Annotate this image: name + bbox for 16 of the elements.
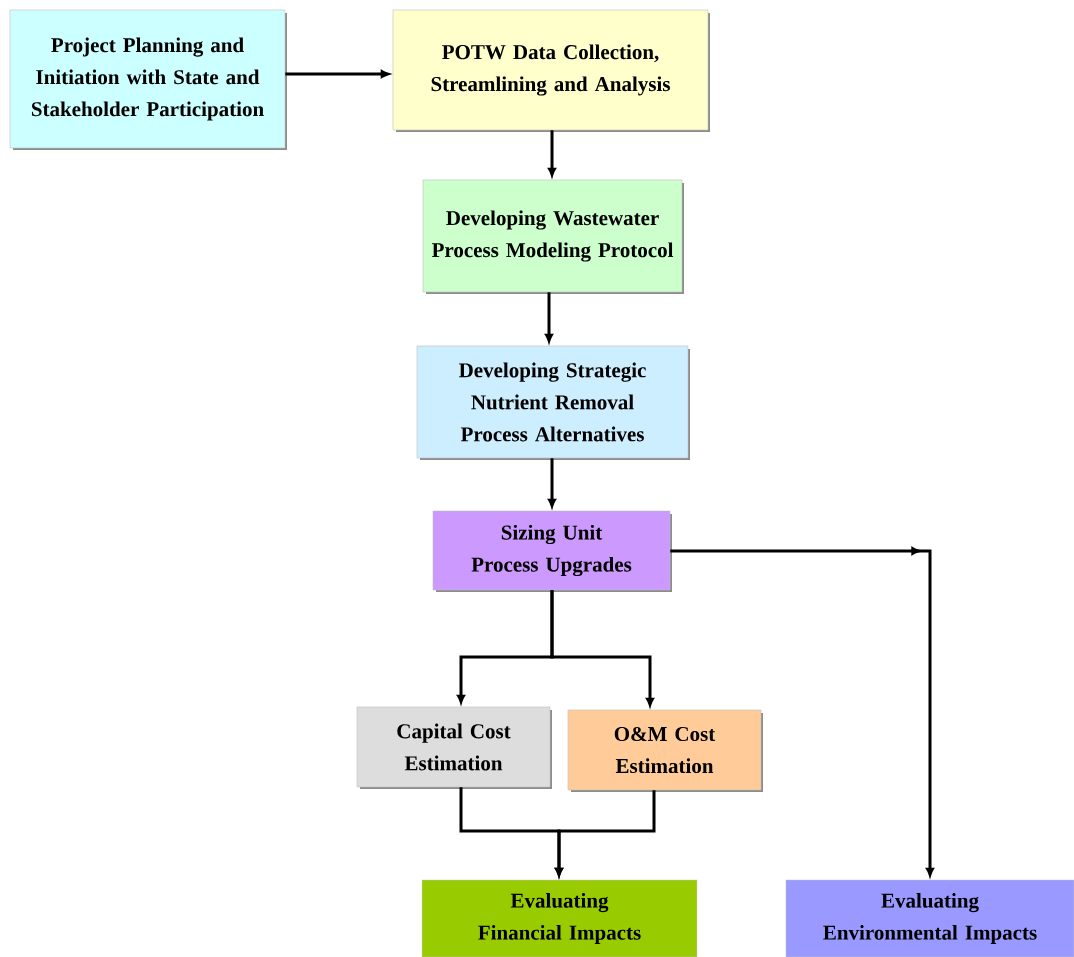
arrow (550, 590, 654, 707)
process-box: Sizing Unit Process Upgrades (432, 510, 672, 592)
arrow (548, 458, 556, 508)
arrow (670, 547, 934, 877)
process-box: Developing Wastewater Process Modeling Protocol (422, 179, 684, 294)
process-box: POTW Data Collection, Streamlining and Analysis (392, 9, 710, 132)
arrow (555, 790, 656, 877)
process-box: Evaluating Environmental Impacts (785, 879, 1074, 957)
process-box: O&M Cost Estimation (567, 709, 763, 792)
process-box: Evaluating Financial Impacts (421, 879, 698, 957)
arrow (285, 70, 390, 78)
arrow (548, 130, 556, 177)
process-box: Developing Strategic Nutrient Removal Process Alternatives (416, 345, 690, 460)
process-box: Capital Cost Estimation (356, 706, 552, 789)
arrow (545, 292, 553, 343)
process-box: Project Planning and Initiation with State and Stakeholder Participation (9, 9, 287, 150)
